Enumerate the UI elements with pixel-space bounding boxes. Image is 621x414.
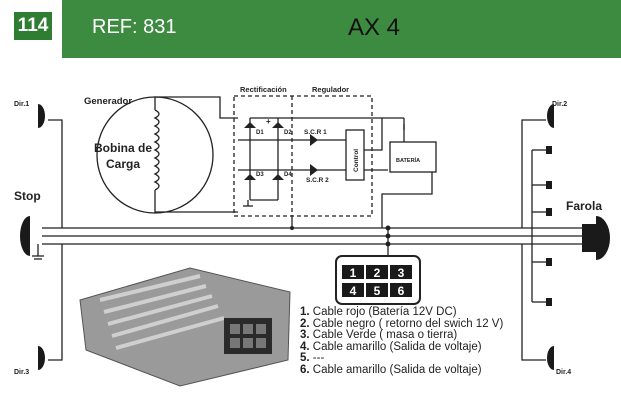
page-header: 114 REF: 831 AX 4 [0, 0, 621, 58]
indicator-bulb [546, 208, 552, 216]
connector-pin: 5 [374, 284, 381, 298]
stop-lamp [20, 216, 30, 256]
label-stop: Stop [14, 189, 41, 203]
page-number-badge: 114 [14, 12, 52, 40]
header-bar [62, 0, 621, 58]
label-plus: + [266, 117, 271, 126]
label-dir3: Dir.3 [14, 369, 29, 376]
wire-dir1 [48, 119, 63, 228]
battery [389, 141, 437, 173]
label-rectificacion: Rectificación [240, 85, 287, 94]
label-regulador: Regulador [312, 85, 349, 94]
label-generador: Generador [84, 96, 132, 107]
label-bobina-1: Bobina de [94, 141, 152, 155]
lamps [20, 104, 610, 370]
farola-lamp [596, 216, 610, 260]
wire-dir2 [521, 119, 546, 228]
indicator-bulb [546, 181, 552, 189]
diode-d3 [244, 174, 256, 180]
diode-group [244, 122, 391, 247]
dir4-lamp [547, 346, 554, 370]
label-bobina-2: Carga [106, 157, 140, 171]
label-d1: D1 [256, 130, 264, 136]
connector-pin: 2 [374, 266, 381, 280]
label-control: Control [353, 149, 360, 172]
diode-d1 [244, 122, 256, 128]
label-scr1: S.C.R 1 [304, 129, 327, 136]
indicator-bulb [546, 298, 552, 306]
legend-item: 4. Cable amarillo (Salida de voltaje) [300, 340, 482, 353]
wire-dir3 [48, 244, 63, 361]
connector-pin: 1 [350, 266, 357, 280]
indicator-bulb [546, 258, 552, 266]
label-bateria: BATERÍA [396, 156, 420, 164]
regulator-socket [224, 318, 272, 354]
reference-code: REF: 831 [92, 16, 177, 38]
legend-item: 3. Cable Verde ( masa o tierra) [300, 329, 458, 342]
connector-pin: 3 [398, 266, 405, 280]
scr-2 [310, 164, 318, 176]
connector-pin: 4 [350, 284, 357, 298]
dir3-lamp [38, 346, 45, 370]
dir1-lamp [38, 104, 45, 128]
wire-dir4 [521, 244, 546, 361]
label-dir4: Dir.4 [556, 369, 571, 376]
regulator-unit-picture [79, 267, 291, 387]
legend-item: 1. Cable rojo (Batería 12V DC) [300, 306, 457, 318]
diode-d4 [272, 174, 284, 180]
coil [153, 109, 160, 191]
pin-legend: 1. Cable rojo (Batería 12V DC) 2. Cable … [300, 306, 504, 377]
control-block [345, 129, 365, 181]
label-dir1: Dir.1 [14, 101, 29, 108]
legend-item: 5. --- [300, 352, 325, 365]
indicator-bulb [546, 146, 552, 154]
diode-d2 [272, 122, 284, 128]
connector-pin: 6 [398, 284, 405, 298]
label-scr2: S.C.R 2 [306, 177, 329, 184]
model-title: AX 4 [348, 14, 401, 41]
legend-item: 6. Cable amarillo (Salida de voltaje) [300, 363, 482, 376]
label-d2: D2 [284, 130, 292, 136]
label-d4: D4 [284, 172, 292, 178]
label-dir2: Dir.2 [552, 101, 567, 108]
rectifier-regulator-box [233, 95, 373, 217]
label-farola: Farola [566, 199, 602, 213]
scr-1 [310, 134, 318, 146]
connector: 1 2 3 4 5 6 [335, 255, 421, 305]
dir2-lamp [547, 104, 554, 128]
label-d3: D3 [256, 172, 264, 178]
legend-item: 2. Cable negro ( retorno del swich 12 V) [300, 317, 504, 330]
